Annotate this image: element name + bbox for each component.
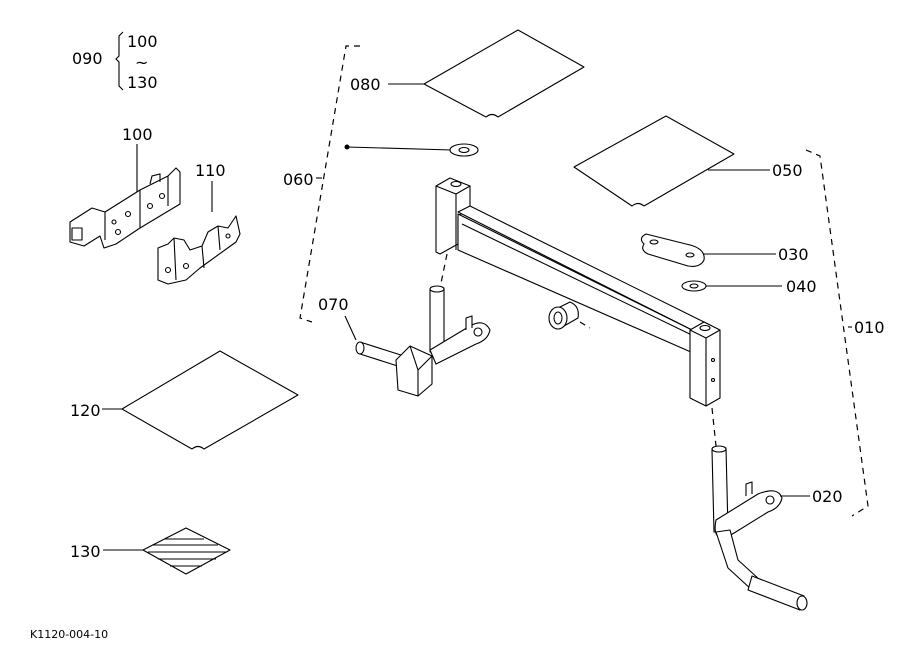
clip-110: 110: [157, 161, 241, 285]
range-start-label: 100: [127, 32, 158, 51]
label-070: 070: [318, 295, 349, 314]
label-010: 010: [854, 318, 885, 337]
center-line-left: [439, 253, 448, 289]
sheet-050: 050: [573, 115, 803, 207]
sheet-080: 080: [350, 29, 585, 118]
range-bracket: [115, 31, 124, 91]
label-110: 110: [195, 161, 226, 180]
group-010: 010: [805, 149, 885, 517]
label-030: 030: [778, 245, 809, 264]
front-axle-frame: [435, 177, 721, 407]
group-060: 060: [283, 45, 453, 323]
sheet-120: 120: [70, 350, 299, 450]
knuckle-070: 070: [318, 285, 491, 397]
label-130: 130: [70, 542, 101, 561]
callout-090: 090 100 ~ 130: [72, 31, 158, 92]
label-120: 120: [70, 401, 101, 420]
washer-040: 040: [681, 277, 817, 296]
label-090: 090: [72, 49, 103, 68]
label-080: 080: [350, 75, 381, 94]
figure-code: K1120-004-10: [30, 628, 108, 641]
range-tilde: ~: [135, 53, 148, 72]
label-020: 020: [812, 487, 843, 506]
label-060: 060: [283, 170, 314, 189]
label-050: 050: [772, 161, 803, 180]
label-100: 100: [122, 125, 153, 144]
knuckle-020: 020: [711, 445, 843, 611]
decal-130: 130: [70, 527, 231, 575]
center-line-right: [711, 407, 717, 447]
range-end-label: 130: [127, 73, 158, 92]
label-040: 040: [786, 277, 817, 296]
plate-030: 030: [640, 233, 809, 267]
bracket-100: 100: [69, 125, 181, 249]
